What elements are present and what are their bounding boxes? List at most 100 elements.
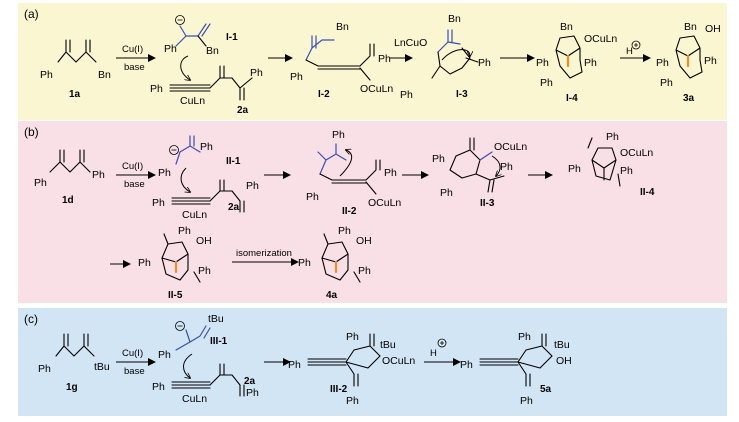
p4a-ph3: Ph — [358, 265, 371, 277]
intermediate-ii4: Ph OCuLn Ph Ph II-4 — [568, 131, 655, 198]
reagent-2a-c-ph2: Ph — [246, 387, 259, 399]
p5a-oh: OH — [556, 355, 572, 367]
ii3-ph: Ph — [432, 153, 445, 165]
i3-ph2: Ph — [400, 89, 413, 101]
intermediate-i1: Ph Bn I-1 — [164, 15, 238, 57]
ii5-ph2: Ph — [138, 257, 151, 269]
intermediate-i2: Bn Ph Ph OCuLn I-2 — [290, 21, 393, 100]
product-5a: Ph Ph tBu OH Ph 5a — [460, 331, 572, 407]
reagent-2a-c-ph: Ph — [152, 381, 165, 393]
iii2-ph: Ph — [288, 359, 301, 371]
ii2-ph: Ph — [332, 129, 345, 141]
i3-lncuo: LnCuO — [394, 37, 427, 49]
reagent-2a-label: 2a — [237, 105, 249, 116]
i3-bn: Bn — [448, 13, 461, 25]
iii1-tbu: tBu — [208, 313, 224, 325]
reagent-2a-c-label: 2a — [244, 376, 256, 387]
i4-ph: Ph — [536, 57, 549, 69]
i4-ph3: Ph — [540, 77, 553, 89]
intermediate-i4: Bn OCuLn Ph Ph Ph I-4 — [536, 21, 617, 104]
p5a-label: 5a — [540, 384, 552, 395]
ii5-ph: Ph — [178, 225, 191, 237]
acid-c: H — [430, 348, 437, 359]
reagent-2a-ph2: Ph — [250, 67, 263, 79]
ii4-ocul: OCuLn — [620, 147, 653, 159]
p5a-tbu: tBu — [554, 339, 570, 351]
ii4-ph2: Ph — [568, 163, 581, 175]
i2-bn: Bn — [336, 21, 349, 33]
p3a-oh: OH — [705, 23, 721, 35]
ii3-label: II-3 — [480, 198, 495, 209]
acid-a: H — [626, 46, 633, 57]
p4a-ph: Ph — [338, 225, 351, 237]
p3a-ph2: Ph — [704, 55, 717, 67]
i4-ocul: OCuLn — [584, 33, 617, 45]
ii3-ph2: Ph — [500, 161, 513, 173]
reagent-2a-b: Ph Ph CuLn 2a — [152, 167, 259, 221]
reagent-2a-b-ph2: Ph — [246, 180, 259, 192]
intermediate-ii1: Ph Ph II-1 — [158, 135, 241, 179]
i2-ph2: Ph — [290, 71, 303, 83]
i1-label: I-1 — [226, 32, 238, 43]
ii3-ocul: OCuLn — [494, 141, 527, 153]
p4a-oh: OH — [356, 235, 372, 247]
p5a-ph2: Ph — [518, 331, 531, 343]
i3-ph: Ph — [478, 57, 491, 69]
intermediate-iii1: tBu Ph III-1 — [158, 313, 228, 361]
i2-ocul: OCuLn — [360, 83, 393, 95]
panel-c: (c) Ph tBu 1g Cu(I) base tBu Ph III-1 Ph… — [18, 308, 727, 416]
panel-a-background — [18, 3, 727, 120]
ii2-ph2: Ph — [384, 167, 397, 179]
panel-b-background — [18, 121, 727, 303]
intermediate-iii2: Ph Ph tBu OCuLn Ph III-2 — [288, 331, 415, 407]
reagent-2a: Ph Ph CuLn 2a — [150, 55, 263, 116]
intermediate-i3: Bn LnCuO Ph Ph I-3 — [394, 13, 491, 101]
condition-base-a: base — [124, 62, 145, 73]
compound-1g: Ph tBu 1g — [38, 333, 110, 393]
compound-1a-label: 1a — [69, 89, 81, 100]
p3a-ph: Ph — [656, 57, 669, 69]
product-3a: Bn OH Ph Ph Ph 3a — [656, 21, 721, 104]
panel-a-label: (a) — [24, 7, 39, 21]
i4-bn: Bn — [560, 21, 573, 33]
i2-label: I-2 — [318, 89, 330, 100]
iii2-ocul: OCuLn — [382, 355, 415, 367]
ii1-ph2: Ph — [158, 167, 171, 179]
ii5-ph3: Ph — [198, 265, 211, 277]
condition-cu-a: Cu(I) — [122, 44, 143, 55]
reagent-2a-c-culn: CuLn — [182, 393, 207, 405]
p4a-ph2: Ph — [298, 257, 311, 269]
panel-b-label: (b) — [24, 125, 39, 139]
iii2-ph2: Ph — [346, 331, 359, 343]
intermediate-ii5: Ph OH Ph Ph II-5 — [138, 225, 212, 301]
ii1-label: II-1 — [226, 156, 241, 167]
iii2-tbu: tBu — [380, 339, 396, 351]
i1-ph: Ph — [164, 43, 177, 55]
i3-label: I-3 — [456, 89, 468, 100]
reagent-2a-b-culn: CuLn — [182, 209, 207, 221]
reagent-2a-culn: CuLn — [180, 95, 205, 107]
p3a-ph3: Ph — [660, 77, 673, 89]
panel-c-label: (c) — [24, 312, 38, 326]
iii2-ph3: Ph — [346, 395, 359, 407]
compound-1a: Ph Bn 1a — [40, 39, 111, 100]
panel-b: (b) Ph Ph 1d Cu(I) base Ph Ph II-1 Ph Ph… — [18, 121, 727, 303]
intermediate-ii3: OCuLn Ph Ph Ph II-3 — [432, 137, 527, 209]
reagent-2a-b-label: 2a — [228, 202, 240, 213]
compound-1g-tbu: tBu — [94, 361, 110, 373]
reagent-2a-c: Ph Ph CuLn 2a — [152, 353, 259, 405]
compound-1a-ph: Ph — [40, 69, 53, 81]
compound-1d-ph: Ph — [34, 177, 47, 189]
i4-ph2: Ph — [584, 57, 597, 69]
compound-1d-label: 1d — [62, 195, 74, 206]
ii4-ph: Ph — [606, 131, 619, 143]
ii5-label: II-5 — [168, 290, 183, 301]
ii2-ocul: OCuLn — [368, 197, 401, 209]
ii3-ph3: Ph — [440, 187, 453, 199]
condition-base-c: base — [124, 366, 145, 377]
compound-1g-label: 1g — [66, 382, 78, 393]
condition-cu-c: Cu(I) — [122, 348, 143, 359]
positive-charge-icon — [631, 40, 641, 50]
i1-bn: Bn — [206, 45, 219, 57]
